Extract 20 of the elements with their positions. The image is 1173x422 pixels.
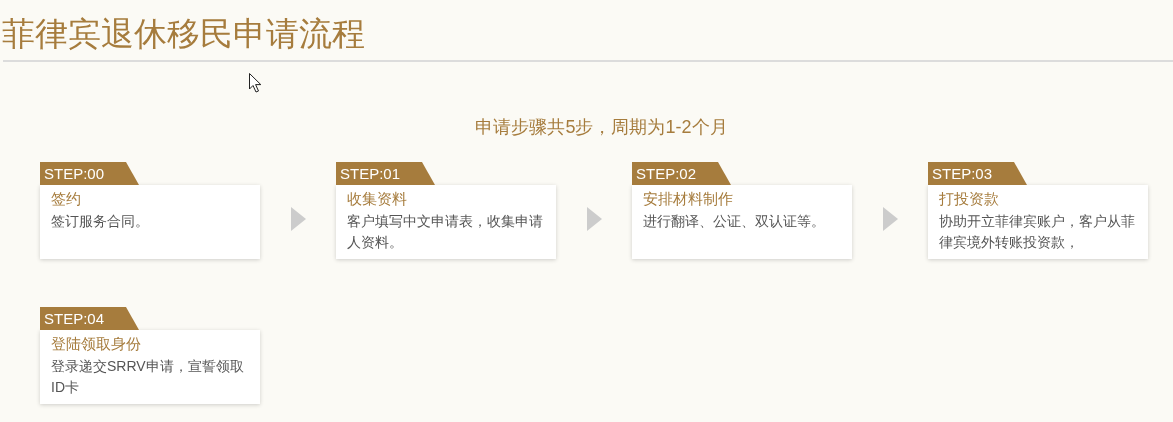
step-tag: STEP:01 (336, 162, 435, 185)
step-description: 签订服务合同。 (51, 212, 150, 231)
step-description: 登录递交SRRV申请，宣誓领取ID卡 (51, 357, 245, 397)
page-title: 菲律宾退休移民申请流程 (2, 14, 365, 54)
arrow (291, 207, 306, 231)
step-tag: STEP:02 (632, 162, 731, 185)
subtitle: 申请步骤共5步，周期为1-2个月 (474, 116, 729, 139)
step-tag: STEP:03 (928, 162, 1027, 185)
step-description: 协助开立菲律宾账户，客户从菲律宾境外转账投资款， (939, 212, 1136, 252)
step-title: 登陆领取身份 (51, 334, 142, 354)
step-title: 签约 (51, 189, 82, 209)
step-tag: STEP:04 (40, 307, 139, 330)
arrow (587, 207, 602, 231)
step-tag: STEP:00 (40, 162, 139, 185)
step-description: 进行翻译、公证、双认证等。 (643, 212, 826, 231)
step-title: 收集资料 (347, 189, 408, 209)
step-description: 客户填写中文申请表，收集申请人资料。 (347, 212, 544, 252)
step-title: 安排材料制作 (643, 189, 734, 209)
arrow (883, 207, 898, 231)
step-title: 打投资款 (939, 189, 1000, 209)
